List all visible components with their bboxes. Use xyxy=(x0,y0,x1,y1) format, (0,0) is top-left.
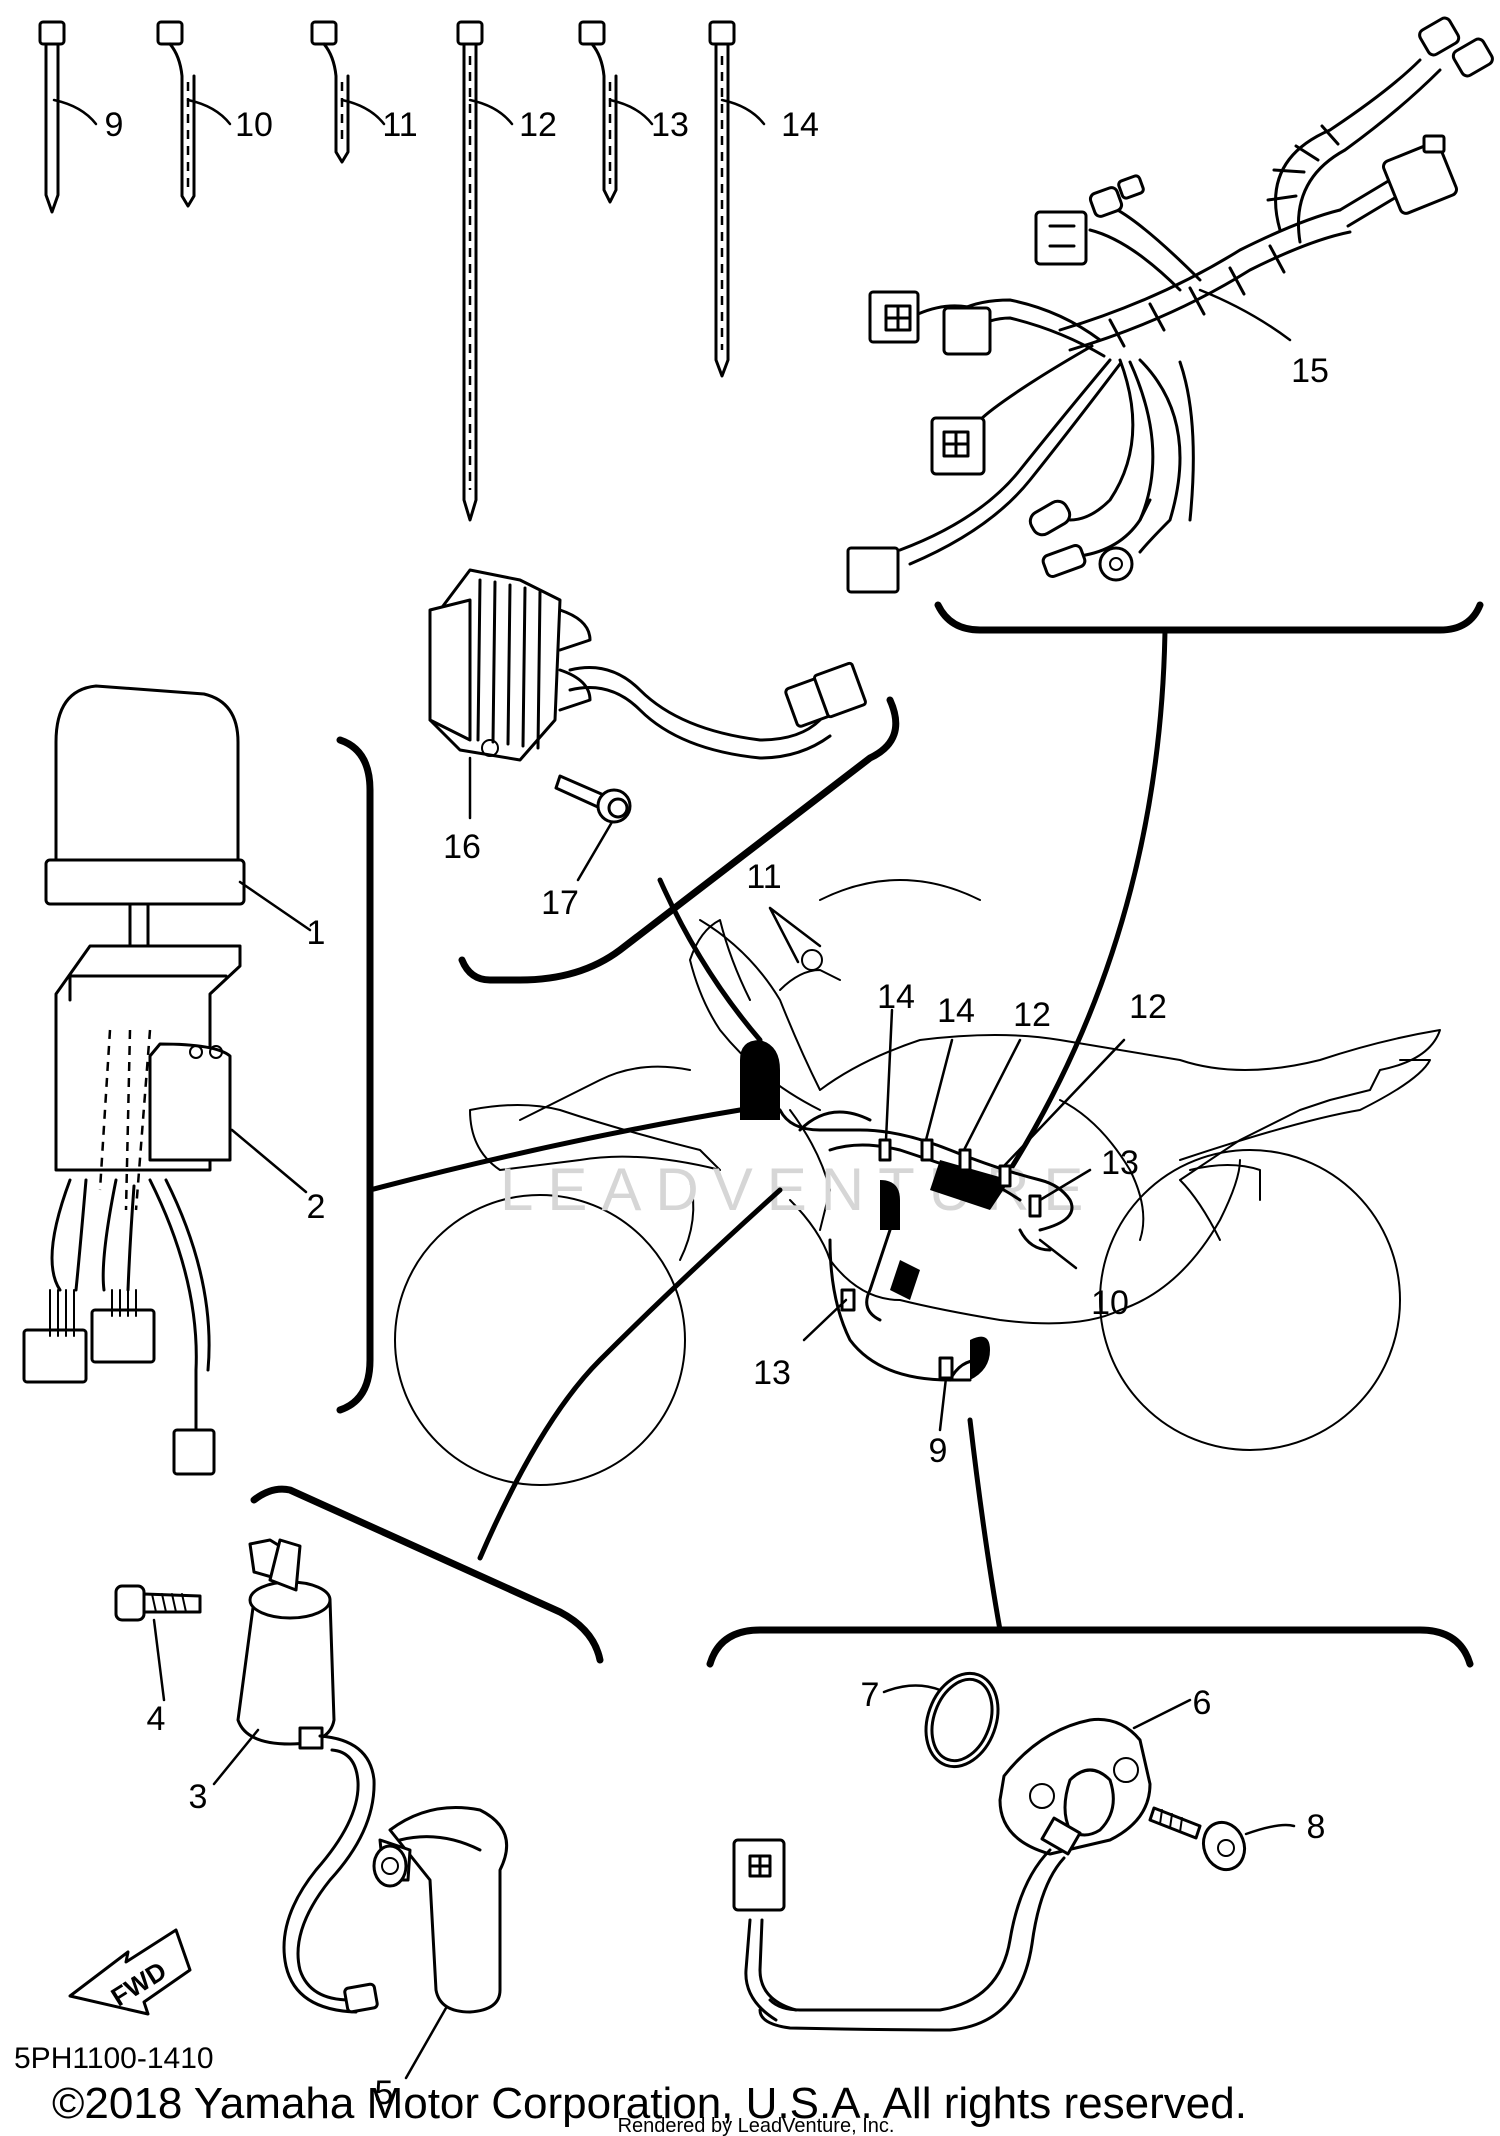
cable-tie-14 xyxy=(708,20,736,378)
leader-1 xyxy=(238,880,312,932)
o-ring-7 xyxy=(924,1671,1000,1769)
callout-4: 4 xyxy=(147,1700,166,1738)
leader-bike-9 xyxy=(938,1376,948,1432)
leader-15 xyxy=(1198,288,1292,342)
bracket-regulator xyxy=(458,696,900,984)
wire-harness-15 xyxy=(846,16,1494,594)
bolt-17 xyxy=(554,774,632,824)
callout-2: 2 xyxy=(307,1188,326,1226)
callout-7: 7 xyxy=(861,1676,880,1714)
callout-12-bike-a: 12 xyxy=(1013,996,1051,1034)
pointer-cdi xyxy=(367,1107,743,1193)
rendered-by-credit: Rendered by LeadVenture, Inc. xyxy=(618,2115,895,2136)
leader-bike-14a xyxy=(884,1008,894,1142)
cable-tie-10 xyxy=(156,20,196,208)
leader-bike-10 xyxy=(1038,1238,1078,1270)
bike-regulator-location xyxy=(740,1040,780,1120)
forward-direction-arrow: FWD xyxy=(68,1928,192,2016)
callout-3: 3 xyxy=(189,1778,208,1816)
bracket-harness xyxy=(934,601,1484,634)
leader-9 xyxy=(52,98,98,126)
leader-11 xyxy=(340,98,386,126)
callout-10: 10 xyxy=(235,106,273,144)
pointer-harness xyxy=(1007,627,1168,1173)
ignition-coil-3 xyxy=(236,1538,379,2014)
callout-15: 15 xyxy=(1291,352,1329,390)
callout-14: 14 xyxy=(781,106,819,144)
callout-14-bike-b: 14 xyxy=(937,992,975,1030)
leader-14 xyxy=(720,98,766,126)
leader-3 xyxy=(212,1728,260,1786)
callout-17: 17 xyxy=(541,884,579,922)
cable-tie-9 xyxy=(38,20,66,214)
leader-bike-12a xyxy=(962,1038,1022,1152)
leader-17 xyxy=(576,820,614,882)
leader-bike-13b xyxy=(802,1298,848,1342)
callout-9-bike: 9 xyxy=(929,1432,948,1470)
bolt-8 xyxy=(1148,1806,1247,1872)
leader-4 xyxy=(152,1618,166,1702)
pointer-regulator xyxy=(657,877,763,1043)
rectifier-regulator-16 xyxy=(428,568,867,762)
leader-bike-13a xyxy=(1038,1168,1092,1202)
callout-5: 5 xyxy=(375,2074,394,2112)
leader-8 xyxy=(1244,1823,1296,1836)
ecu-wiring xyxy=(22,1178,216,1476)
pointer-switch xyxy=(967,1417,1003,1633)
cable-tie-11 xyxy=(310,20,350,164)
leader-2 xyxy=(230,1128,308,1194)
cable-tie-13 xyxy=(578,20,618,204)
callout-13-bike-a: 13 xyxy=(1101,1144,1139,1182)
leader-5 xyxy=(404,2006,448,2080)
callout-12-bike-b: 12 xyxy=(1129,988,1167,1026)
callout-10-bike: 10 xyxy=(1091,1284,1129,1322)
bracket-coil xyxy=(250,1485,604,1664)
neutral-switch-6 xyxy=(732,1717,1152,2032)
leader-12 xyxy=(468,98,514,126)
callout-16: 16 xyxy=(443,828,481,866)
leader-6 xyxy=(1132,1698,1192,1730)
pointer-coil xyxy=(477,1187,783,1561)
bracket-cdi xyxy=(336,736,374,1414)
leader-13 xyxy=(608,98,654,126)
leader-bike-12b xyxy=(1002,1038,1126,1168)
callout-6: 6 xyxy=(1193,1684,1212,1722)
callout-1: 1 xyxy=(307,914,326,952)
bike-harness-route xyxy=(778,949,1074,1382)
leader-bike-11 xyxy=(768,906,822,964)
sensor-2 xyxy=(148,1042,232,1162)
leader-bike-14b xyxy=(924,1038,954,1142)
leader-10 xyxy=(186,98,232,126)
callout-8: 8 xyxy=(1307,1808,1326,1846)
callout-12: 12 xyxy=(519,106,557,144)
cable-tie-12 xyxy=(456,20,484,522)
callout-11-bike: 11 xyxy=(746,858,781,896)
bolt-4 xyxy=(114,1584,202,1622)
spark-plug-cap-5 xyxy=(372,1806,509,2014)
leader-7 xyxy=(882,1684,942,1694)
callout-13: 13 xyxy=(651,106,689,144)
callout-14-bike-a: 14 xyxy=(877,978,915,1016)
diagram-code: 5PH1100-1410 xyxy=(14,2042,214,2075)
copyright-notice: ©2018 Yamaha Motor Corporation, U.S.A. A… xyxy=(52,2079,1247,2128)
callout-13-bike-b: 13 xyxy=(753,1354,791,1392)
bracket-switch xyxy=(706,1626,1474,1668)
callout-11: 11 xyxy=(382,106,417,144)
callout-9: 9 xyxy=(105,106,124,144)
